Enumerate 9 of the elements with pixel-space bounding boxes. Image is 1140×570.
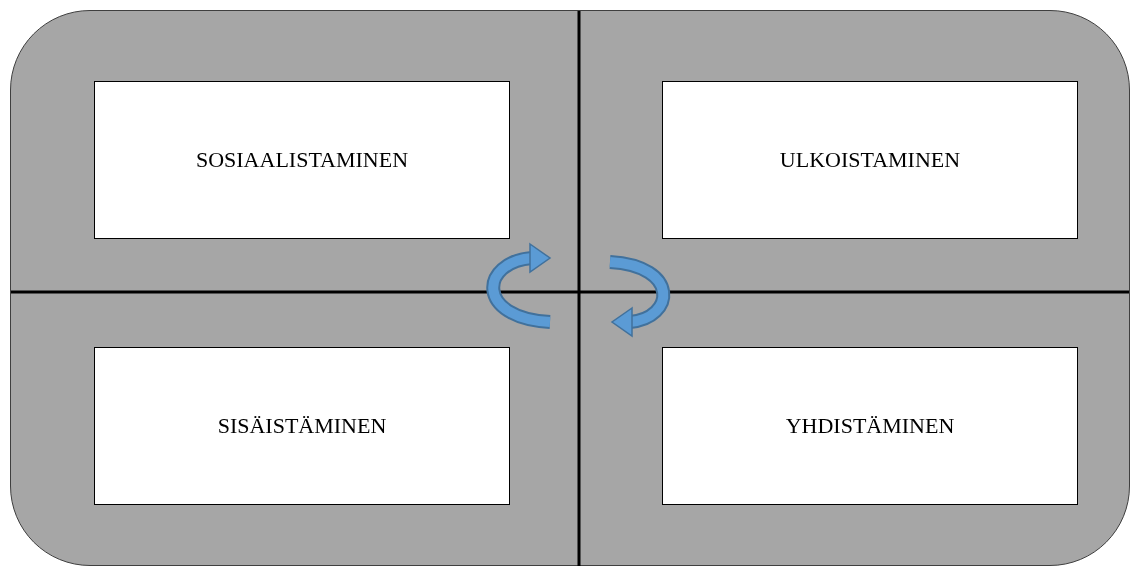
quadrant-box [94,347,510,505]
quadrant-label: ULKOISTAMINEN [779,147,961,173]
quadrant-label: SISÄISTÄMINEN [217,413,387,439]
quadrant-box [662,81,1078,239]
quadrant-label: SOSIAALISTAMINEN [195,147,409,173]
quadrant-label: YHDISTÄMINEN [785,413,955,439]
quadrant-background [10,10,1130,566]
quadrant-box [94,81,510,239]
quadrant-box [662,347,1078,505]
